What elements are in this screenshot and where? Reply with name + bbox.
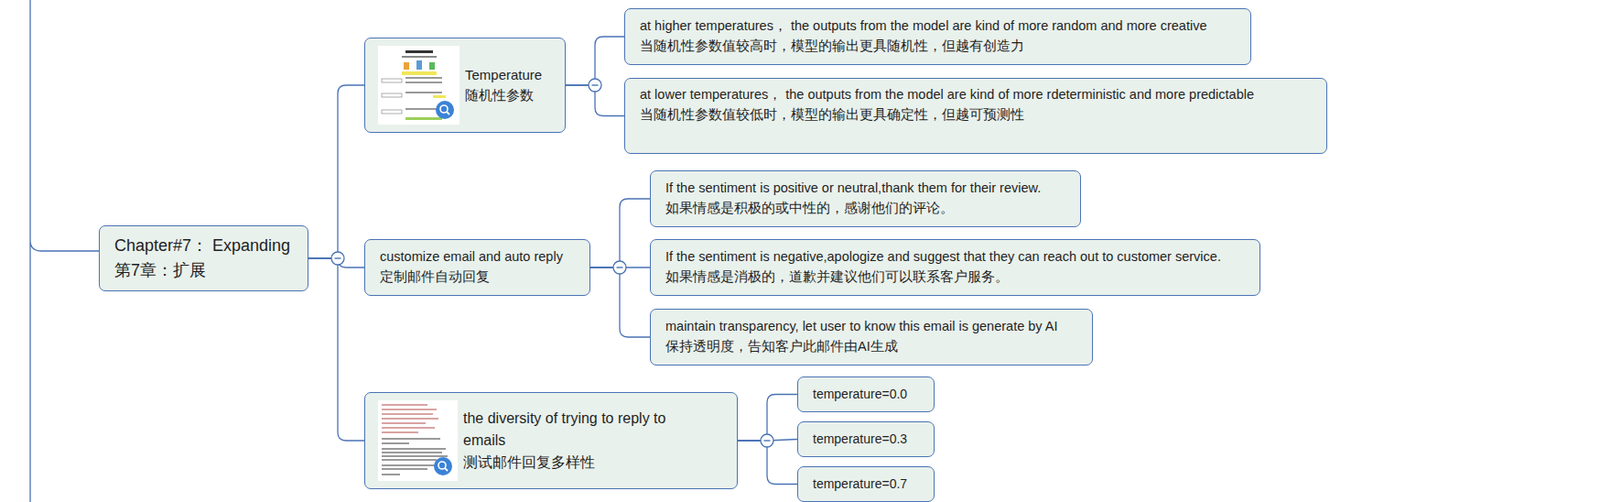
node-title: Temperature <box>464 64 542 87</box>
node-title: at lower temperatures， the outputs from … <box>639 85 1255 106</box>
branch-connector <box>590 198 650 268</box>
thumbnail-image <box>378 45 460 125</box>
node-subtitle: 当随机性参数值较低时，模型的输出更具确定性，但越可预测性 <box>639 105 1255 126</box>
text-column: customize email and auto reply定制邮件自动回复 <box>379 247 563 288</box>
text-column: Chapter#7： Expanding第7章：扩展 <box>114 233 291 283</box>
node-subtitle: 当随机性参数值较高时，模型的输出更具随机性，但越有创造力 <box>639 36 1207 57</box>
text-column: at higher temperatures， the outputs from… <box>639 16 1207 57</box>
parent-branch <box>30 0 99 502</box>
chapter-box: Chapter#7： Expanding第7章：扩展 <box>98 225 309 292</box>
collapse-button <box>331 251 345 265</box>
node-title: If the sentiment is negative,apologize a… <box>665 247 1222 268</box>
node-title: customize email and auto reply <box>379 247 563 268</box>
text-column: Temperature随机性参数 <box>464 64 542 107</box>
branch-connector <box>565 36 625 86</box>
node-subtitle: 定制邮件自动回复 <box>379 267 563 288</box>
collapse-button <box>588 78 602 92</box>
node-subtitle: 第7章：扩展 <box>114 258 291 283</box>
note-box: at higher temperatures， the outputs from… <box>624 8 1252 65</box>
node-title: temperature=0.3 <box>812 429 908 449</box>
node-title: temperature=0.7 <box>812 474 908 494</box>
value-box: temperature=0.7 <box>797 465 935 502</box>
node-title: the diversity of trying to reply to emai… <box>463 407 709 452</box>
node-title: If the sentiment is positive or neutral,… <box>665 178 1041 199</box>
node-subtitle: 随机性参数 <box>464 85 542 107</box>
branch-connector <box>590 267 650 337</box>
collapse-button <box>760 433 774 447</box>
text-column: If the sentiment is negative,apologize a… <box>665 247 1222 288</box>
branch-connector <box>308 258 365 441</box>
text-column: maintain transparency, let user to know … <box>665 316 1059 357</box>
text-column: the diversity of trying to reply to emai… <box>463 407 709 474</box>
topic-box: the diversity of trying to reply to emai… <box>364 391 738 489</box>
value-box: temperature=0.0 <box>797 376 935 412</box>
node-title: at higher temperatures， the outputs from… <box>639 16 1207 37</box>
node-subtitle: 测试邮件回复多样性 <box>463 451 709 474</box>
note-box: If the sentiment is positive or neutral,… <box>649 170 1082 228</box>
text-column: at lower temperatures， the outputs from … <box>639 85 1255 126</box>
node-subtitle: 如果情感是积极的或中性的，感谢他们的评论。 <box>665 198 1041 219</box>
note-box: at lower temperatures， the outputs from … <box>624 77 1328 154</box>
node-subtitle: 保持透明度，告知客户此邮件由AI生成 <box>665 336 1059 357</box>
note-box: If the sentiment is negative,apologize a… <box>649 238 1261 296</box>
text-column: temperature=0.0 <box>812 384 908 404</box>
collapse-button <box>613 260 627 274</box>
node-subtitle: 如果情感是消极的，道歉并建议他们可以联系客户服务。 <box>665 267 1222 288</box>
note-box: maintain transparency, let user to know … <box>649 308 1093 366</box>
topic-box: Temperature随机性参数 <box>364 37 566 133</box>
text-column: temperature=0.3 <box>812 429 908 449</box>
node-title: Chapter#7： Expanding <box>114 233 291 259</box>
node-title: temperature=0.0 <box>812 384 908 404</box>
thumbnail-image <box>378 400 458 481</box>
text-column: If the sentiment is positive or neutral,… <box>665 178 1041 219</box>
branch-connector <box>308 85 365 259</box>
text-column: temperature=0.7 <box>812 474 908 494</box>
node-title: maintain transparency, let user to know … <box>665 316 1059 337</box>
value-box: temperature=0.3 <box>797 421 935 457</box>
topic-box: customize email and auto reply定制邮件自动回复 <box>364 238 591 296</box>
